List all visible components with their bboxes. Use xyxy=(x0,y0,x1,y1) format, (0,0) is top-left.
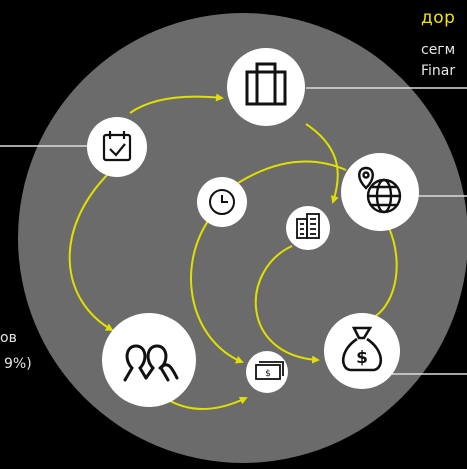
top-right-line2: Finar xyxy=(421,63,456,79)
left-label-line2: 9%) xyxy=(4,356,32,372)
building-node xyxy=(286,206,330,250)
clock-node xyxy=(197,177,247,227)
top-right-title: дор xyxy=(421,8,456,28)
arrow-building-to-moneybag xyxy=(254,245,320,364)
left-label-line1: ов xyxy=(0,330,17,346)
briefcase-icon xyxy=(245,62,287,106)
clock-icon xyxy=(209,189,235,215)
arrow-clock-to-money xyxy=(190,217,244,364)
globe-pin-icon xyxy=(358,166,402,214)
briefcase-node xyxy=(227,48,305,126)
top-right-line1: сегм xyxy=(421,42,456,58)
globe-node xyxy=(341,153,419,231)
moneybag-node: $ xyxy=(324,313,400,389)
arrow-calendar-to-people xyxy=(68,171,114,332)
money-bill-icon: $ xyxy=(255,361,284,380)
arrow-globe-to-moneybag xyxy=(366,227,398,322)
people-icon xyxy=(123,344,179,382)
building-icon xyxy=(296,213,320,239)
money-node: $ xyxy=(246,351,288,393)
arrow-calendar-to-briefcase xyxy=(129,93,224,114)
arrow-people-to-money xyxy=(164,396,248,410)
arrow-arc-clock-to-globe xyxy=(237,160,347,184)
arrow-briefcase-to-building xyxy=(305,123,339,204)
calendar-node xyxy=(87,117,147,177)
svg-text:$: $ xyxy=(356,348,368,368)
calendar-check-icon xyxy=(102,131,132,162)
money-bag-icon: $ xyxy=(342,326,382,372)
people-node xyxy=(102,313,196,407)
svg-text:$: $ xyxy=(265,369,271,379)
